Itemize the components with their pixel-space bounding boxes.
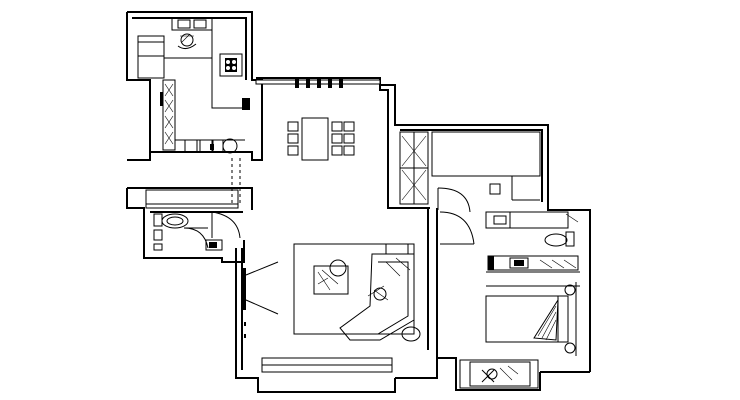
- double-bed: [485, 295, 559, 343]
- coffee-table: [313, 259, 349, 295]
- sofa-l-shape: [339, 243, 421, 342]
- toilet-left: [153, 213, 189, 229]
- sink: [171, 17, 213, 31]
- balcony: [459, 359, 539, 389]
- kitchen-cabinet-left: [137, 35, 165, 57]
- kitchen: [137, 17, 250, 154]
- kitchen-cabinet-left-2: [137, 55, 165, 79]
- rug: [293, 243, 415, 335]
- nightstand-lamp-bottom: [564, 342, 576, 354]
- balcony-chair-icon: [481, 365, 519, 383]
- bedroom-upper: [399, 131, 541, 213]
- dining-table: [301, 117, 329, 161]
- washbasin-left: [205, 239, 223, 251]
- living-room: [242, 243, 421, 373]
- dining-area: [255, 78, 381, 161]
- kitchen-chair-icon: [177, 33, 197, 50]
- toilet-right: [544, 231, 575, 247]
- column: [242, 98, 250, 110]
- nightstand-lamp-top: [564, 284, 576, 296]
- bathroom-left: [145, 158, 241, 251]
- round-appliance: [222, 138, 238, 154]
- bedroom-lower: [485, 271, 580, 356]
- top-window: [255, 78, 381, 88]
- stove: [219, 53, 243, 77]
- outer-walls: [126, 11, 591, 393]
- washbasin-right: [509, 257, 529, 269]
- dining-chairs: [287, 121, 355, 156]
- bathroom-right: [439, 211, 579, 271]
